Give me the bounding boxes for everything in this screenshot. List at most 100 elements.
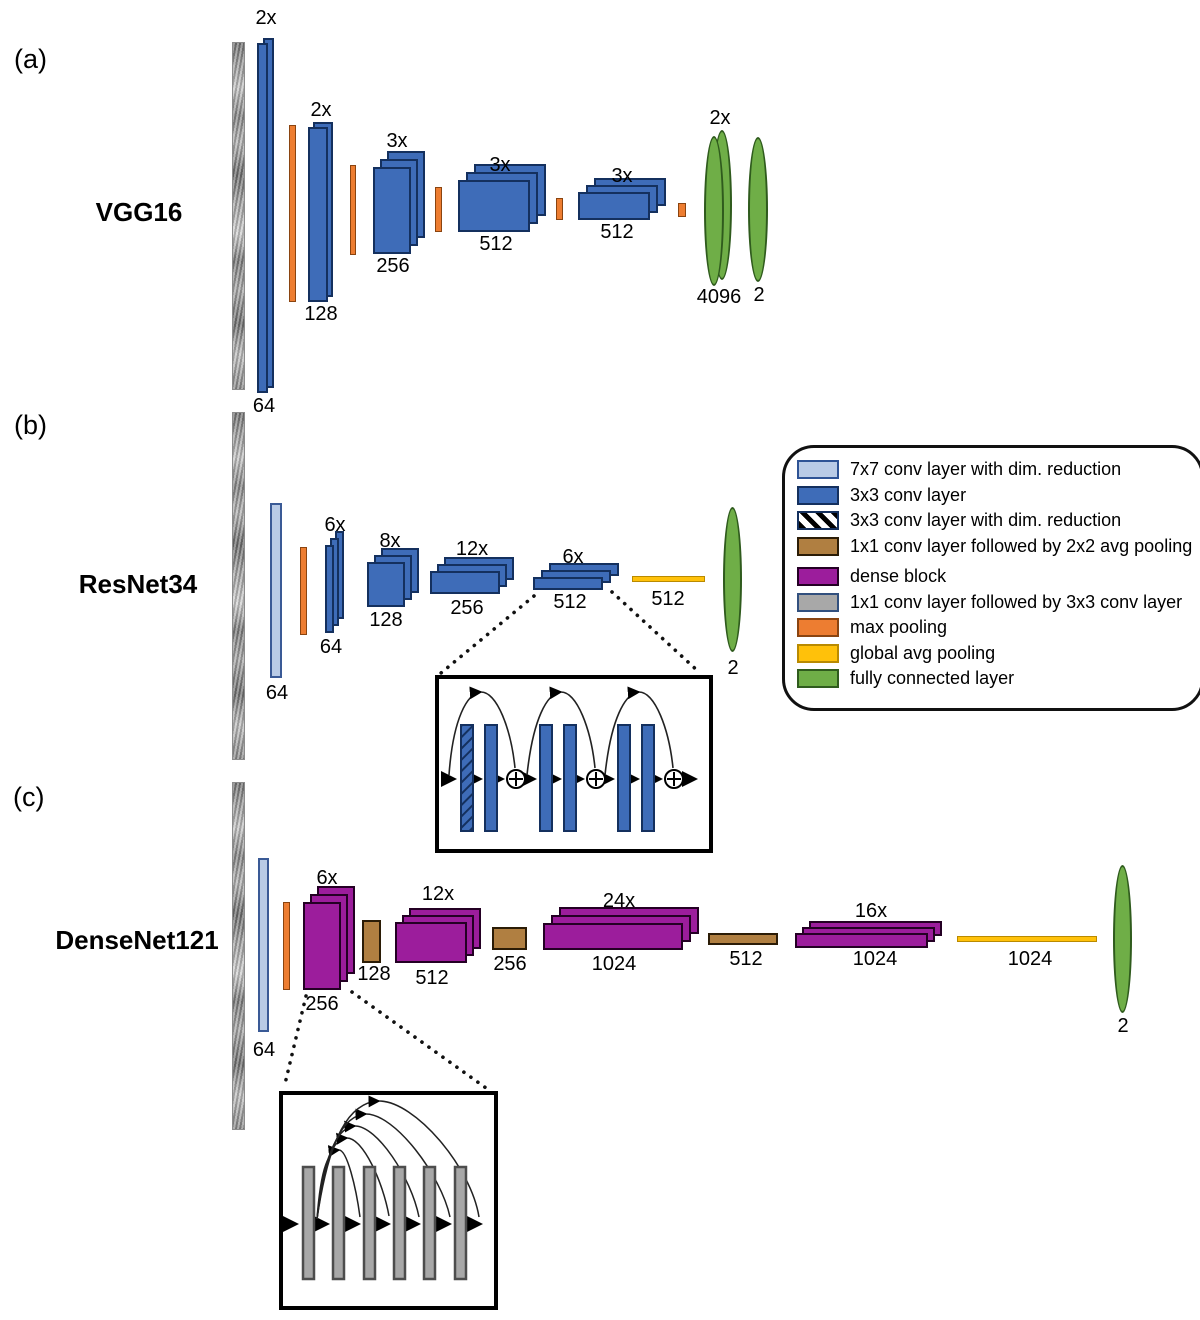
resnet-stem-conv7x7	[270, 503, 282, 678]
densenet-trans3-ch-label: 512	[729, 948, 763, 970]
vgg-conv5-mult-label: 3x	[611, 165, 633, 187]
densenet-db3-ch-label: 1024	[591, 953, 637, 975]
vgg-fc1-ellipse-front	[704, 136, 724, 286]
vgg-conv1-layer-front	[257, 43, 268, 393]
resnet-gap-ch-label: 512	[651, 588, 685, 610]
legend-label: dense block	[850, 566, 947, 587]
legend-item-dense-block: dense block	[797, 564, 1200, 590]
legend-label: fully connected layer	[850, 668, 1015, 689]
global-avg-pooling-swatch-icon	[797, 643, 839, 663]
densenet-db1-mult-label: 6x	[316, 867, 338, 889]
legend-item-conv3x3-dim: 3x3 conv layer with dim. reduction	[797, 508, 1200, 534]
vgg-maxpool-5	[678, 203, 686, 217]
resnet-stage1-ch-label: 64	[319, 636, 343, 658]
densenet-transition1	[362, 920, 381, 963]
densenet-transition3	[708, 933, 778, 945]
conv1x1-avgpool-swatch-icon	[797, 536, 839, 556]
vgg-maxpool-1	[289, 125, 296, 302]
vgg-conv2-layer-front	[308, 127, 328, 302]
densenet-fc-ellipse	[1113, 865, 1132, 1013]
legend-item-global-avg-pooling: global avg pooling	[797, 641, 1200, 667]
legend-label: max pooling	[850, 617, 948, 638]
vgg-fc2-units-label: 2	[753, 284, 765, 306]
densenet-inset-connector-left	[282, 994, 308, 1090]
densenet-db1-layer-1	[303, 902, 341, 990]
legend-item-conv1x1-conv3x3: 1x1 conv layer followed by 3x3 conv laye…	[797, 590, 1200, 616]
legend-label: global avg pooling	[850, 642, 996, 663]
resnet-residual-diagram	[441, 686, 698, 832]
vgg-conv2-ch-label: 128	[304, 303, 338, 325]
densenet-inset-conv-bars	[301, 1165, 468, 1281]
legend-label: 3x3 conv layer with dim. reduction	[850, 510, 1122, 531]
legend-item-conv7x7: 7x7 conv layer with dim. reduction	[797, 457, 1200, 483]
resnet-stage1-mult-label: 6x	[324, 514, 346, 536]
vgg-conv1-mult-label: 2x	[255, 7, 277, 29]
resnet-stage3-mult-label: 12x	[455, 538, 489, 560]
densenet-db1-ch-label: 256	[305, 993, 339, 1015]
densenet-transition2	[492, 927, 527, 950]
densenet-db3-mult-label: 24x	[602, 890, 636, 912]
conv1x1-conv3x3-swatch-icon	[797, 592, 839, 612]
conv3x3-dim-swatch-icon	[797, 511, 839, 531]
resnet-global-avg-pool	[632, 576, 705, 582]
densenet-db2-layer-1	[395, 922, 467, 963]
resnet-stage4-ch-label: 512	[553, 591, 587, 613]
resnet-inset-conv-bars	[460, 724, 655, 832]
vgg-conv3-ch-label: 256	[376, 255, 410, 277]
dense-block-swatch-icon	[797, 567, 839, 587]
legend-item-conv3x3: 3x3 conv layer	[797, 483, 1200, 509]
vgg-conv4-layer-1	[458, 180, 530, 232]
resnet-residual-inset	[435, 675, 713, 853]
vgg-fc1-units-label: 4096	[696, 286, 742, 308]
panel-b-title: ResNet34	[78, 569, 198, 599]
max-pooling-swatch-icon	[797, 618, 839, 638]
fully-connected-swatch-icon	[797, 669, 839, 689]
legend-label: 3x3 conv layer	[850, 484, 967, 505]
conv7x7-swatch-icon	[797, 460, 839, 480]
vgg-fc-mult-label: 2x	[709, 107, 731, 129]
vgg-maxpool-4	[556, 198, 563, 220]
legend-item-max-pooling: max pooling	[797, 615, 1200, 641]
vgg-conv5-ch-label: 512	[600, 221, 634, 243]
densenet-inset-dense-connections	[316, 1095, 480, 1220]
densenet-db2-mult-label: 12x	[421, 883, 455, 905]
panel-a-tag: (a)	[14, 44, 47, 74]
vgg-conv1-ch-label: 64	[252, 395, 276, 417]
densenet-db4-mult-label: 16x	[854, 900, 888, 922]
densenet-db4-ch-label: 1024	[852, 948, 898, 970]
resnet-fc-ellipse	[723, 507, 742, 652]
resnet-stem-ch-label: 64	[265, 682, 289, 704]
panel-c-title: DenseNet121	[55, 925, 219, 955]
legend-item-conv1x1-avgpool: 1x1 conv layer followed by 2x2 avg pooli…	[797, 534, 1200, 560]
densenet-trans2-ch-label: 256	[493, 953, 527, 975]
conv3x3-swatch-icon	[797, 485, 839, 505]
resnet-stage4-layer-1	[533, 577, 603, 590]
vgg-conv3-mult-label: 3x	[386, 130, 408, 152]
densenet-stem-conv7x7	[258, 858, 269, 1032]
legend-label: 7x7 conv layer with dim. reduction	[850, 459, 1122, 480]
legend-label: 1x1 conv layer followed by 3x3 conv laye…	[850, 591, 1183, 612]
vgg-input-image	[232, 42, 245, 390]
vgg-fc2-ellipse	[748, 137, 768, 282]
densenet-denseblock-inset	[279, 1091, 498, 1310]
legend-item-fully-connected: fully connected layer	[797, 666, 1200, 692]
resnet-stage1-layer-1	[325, 545, 334, 633]
densenet-inset-connector-right	[350, 990, 488, 1090]
resnet-input-image	[232, 412, 245, 760]
resnet-stage2-ch-label: 128	[369, 609, 403, 631]
vgg-maxpool-3	[435, 187, 442, 232]
densenet-global-avg-pool	[957, 936, 1097, 942]
vgg-conv4-ch-label: 512	[479, 233, 513, 255]
densenet-gap-ch-label: 1024	[1007, 948, 1053, 970]
conv3x3-dim-reduction-bar	[460, 724, 474, 832]
densenet-trans1-ch-label: 128	[357, 963, 391, 985]
resnet-stage2-mult-label: 8x	[379, 530, 401, 552]
densenet-db3-layer-1	[543, 923, 683, 950]
resnet-fc-units-label: 2	[727, 657, 739, 679]
resnet-stage2-layer-1	[367, 562, 405, 607]
legend-label: 1x1 conv layer followed by 2x2 avg pooli…	[850, 535, 1193, 556]
resnet-stage3-ch-label: 256	[450, 597, 484, 619]
densenet-db4-layer-1	[795, 933, 928, 948]
vgg-maxpool-2	[350, 165, 356, 255]
